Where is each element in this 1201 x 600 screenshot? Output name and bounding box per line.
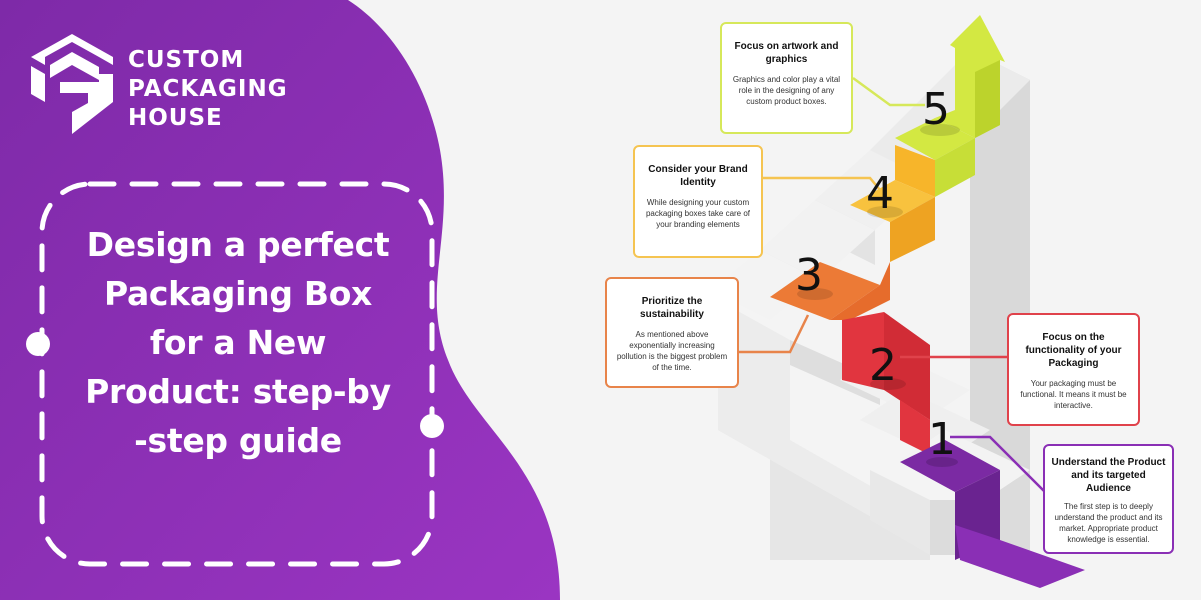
step-5-body: Graphics and color play a vital role in … — [732, 75, 841, 106]
step-5-number: 5 — [922, 84, 950, 135]
headline-line-4: Product: step-by — [85, 372, 391, 411]
step-4-number: 4 — [866, 168, 894, 219]
step-1-body: The first step is to deeply understand t… — [1054, 502, 1163, 544]
connector-4 — [763, 176, 881, 191]
step-2-card: Focus on the functionality of your Packa… — [1007, 313, 1140, 426]
step-1-number: 1 — [928, 414, 956, 465]
step-2-body: Your packaging must be functional. It me… — [1020, 379, 1127, 410]
step-1-carpet — [900, 440, 1000, 492]
step-2-carpet — [842, 312, 884, 390]
step-2-lower — [900, 400, 930, 455]
connector-5 — [852, 76, 925, 107]
step-3-carpet — [770, 262, 880, 320]
step-5-card: Focus on artwork and graphics Graphics a… — [720, 22, 853, 134]
brand-line-2: PACKAGING — [128, 76, 288, 102]
step-3-number: 3 — [795, 250, 823, 301]
step-3-card: Prioritize the sustainability As mention… — [605, 277, 739, 388]
brand-line-3: HOUSE — [128, 105, 223, 131]
headline-line-2: Packaging Box — [103, 274, 373, 313]
brand-line-1: CUSTOM — [128, 47, 245, 73]
connector-3 — [739, 314, 810, 354]
frame-dot-left — [26, 332, 50, 356]
step-4-carpet — [895, 145, 935, 197]
step-2-number: 2 — [869, 340, 897, 391]
frame-dot-right — [420, 414, 444, 438]
purple-wave-panel — [0, 0, 560, 600]
staircase — [710, 15, 1085, 588]
connector-lines — [739, 76, 1046, 493]
headline-line-5: -step guide — [134, 421, 342, 460]
step-4-title: Consider your Brand Identity — [648, 164, 748, 188]
step-4-card: Consider your Brand Identity While desig… — [633, 145, 763, 258]
headline: Design a perfect Packaging Box for a New… — [52, 220, 424, 465]
connector-1 — [950, 435, 1046, 493]
headline-line-3: for a New — [149, 323, 327, 362]
step-1-title: Understand the Product and its targeted … — [1051, 457, 1166, 494]
brand-name: CUSTOM PACKAGING HOUSE — [128, 46, 288, 133]
step-5-title: Focus on artwork and graphics — [734, 41, 839, 65]
step-2-title: Focus on the functionality of your Packa… — [1025, 332, 1122, 369]
headline-line-1: Design a perfect — [86, 225, 390, 264]
step-5-carpet — [895, 118, 975, 160]
hexagon-arrow-logo-icon — [31, 34, 113, 134]
step-3-body: As mentioned above exponentially increas… — [616, 330, 728, 372]
step-1-runner — [955, 525, 1085, 588]
dashed-frame — [39, 181, 435, 567]
step-3-title: Prioritize the sustainability — [640, 296, 704, 320]
step-4-body: While designing your custom packaging bo… — [645, 198, 751, 229]
step-1-card: Understand the Product and its targeted … — [1043, 444, 1174, 554]
